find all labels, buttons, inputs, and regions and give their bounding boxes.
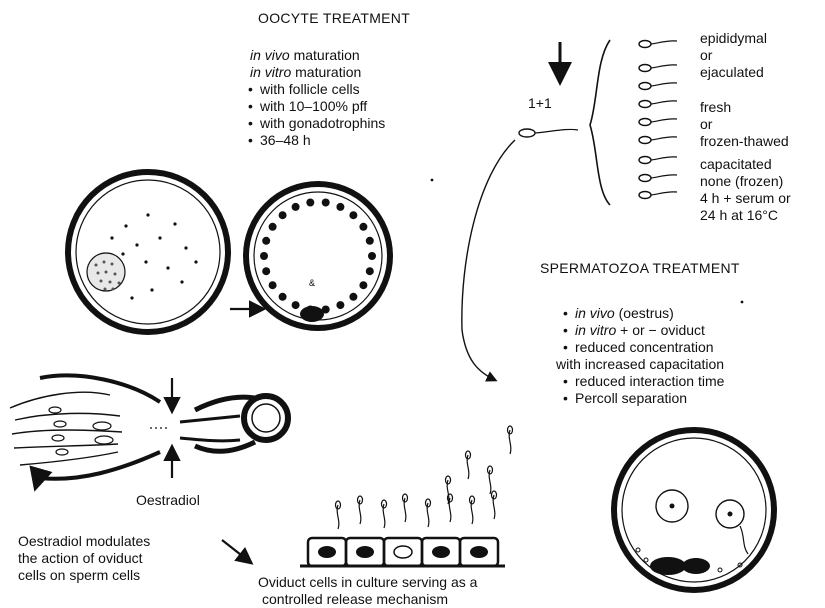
svg-text:&: &: [309, 278, 315, 288]
sperm-icon: [492, 491, 497, 519]
sperm-icon: [358, 496, 363, 524]
cumulus-dot: [269, 281, 277, 289]
sperm-icon: [403, 494, 408, 522]
sperm-icon: [426, 499, 431, 527]
origin-label: frozen-thawed: [700, 133, 789, 149]
origin-label: 4 h + serum or: [700, 190, 791, 206]
cumulus-dot: [262, 267, 270, 275]
sperm-path-arrow: [462, 140, 515, 380]
sperm-bullet: reduced concentration: [563, 339, 714, 355]
cumulus-dot: [366, 237, 374, 245]
sperm-bullet: reduced interaction time: [563, 373, 724, 389]
sperm-icon: [382, 500, 387, 528]
cumulus-dot: [306, 199, 314, 207]
sperm-icon: [488, 466, 493, 494]
cumulus-dot: [292, 301, 300, 309]
sperm-bullet-cont: with increased capacitation: [556, 356, 724, 372]
sperm-treatment-title: SPERMATOZOA TREATMENT: [540, 260, 740, 276]
fertilization-dish-icon: [614, 430, 774, 590]
cumulus-dot: [349, 211, 357, 219]
sperm-icon: [508, 426, 513, 454]
origin-label: or: [700, 47, 712, 63]
origin-label: fresh: [700, 99, 731, 115]
origin-label: 24 h at 16°C: [700, 207, 778, 223]
cumulus-dot: [306, 306, 314, 314]
sperm-icon: [466, 451, 471, 479]
modulates-text: Oestradiol modulates: [18, 533, 150, 549]
culture-caption: Oviduct cells in culture serving as a: [258, 574, 477, 590]
paired-sperm-icon: [519, 129, 578, 137]
cumulus-dot: [279, 293, 287, 301]
oviduct-cell-culture-icon: [300, 538, 505, 566]
diag-arrow-icon: [222, 540, 250, 562]
origin-label: epididymal: [700, 30, 767, 46]
oestradiol-label: Oestradiol: [136, 492, 200, 508]
cumulus-dot: [292, 203, 300, 211]
sperm-bullet: in vitro + or − oviduct: [563, 322, 705, 338]
modulates-text: the action of oviduct: [18, 550, 143, 566]
cumulus-dot: [262, 237, 270, 245]
culture-sperm: [336, 426, 513, 529]
cumulus-dot: [359, 223, 367, 231]
oocyte-bullet: with 10–100% pff: [248, 98, 367, 114]
ratio-label: 1+1: [528, 95, 552, 111]
oocyte-bullet: with follicle cells: [248, 81, 360, 97]
cumulus-dot: [322, 306, 330, 314]
sperm-icon: [336, 501, 341, 529]
origin-label: capacitated: [700, 156, 772, 172]
sperm-column: [639, 41, 677, 199]
oocyte-treatment-title: OOCYTE TREATMENT: [258, 10, 410, 26]
cumulus-dot: [359, 281, 367, 289]
cumulus-dot: [336, 301, 344, 309]
cumulus-dot: [260, 252, 268, 260]
origin-label: ejaculated: [700, 64, 764, 80]
cumulus-dot: [336, 203, 344, 211]
cumulus-dot: [322, 199, 330, 207]
sperm-icon: [470, 496, 475, 524]
oocyte-bullet: 36–48 h: [248, 132, 311, 148]
sperm-bullet: in vivo (oestrus): [563, 305, 674, 321]
cumulus-dot: [349, 293, 357, 301]
oocyte-line-invivo: in vivo maturation: [250, 47, 360, 63]
cumulus-dot: [279, 211, 287, 219]
sperm-bullet: Percoll separation: [563, 390, 687, 406]
oviduct-scissors-icon: [10, 375, 288, 486]
cumulus-dot: [368, 252, 376, 260]
culture-caption: controlled release mechanism: [262, 591, 448, 607]
peripheral-dots: [260, 199, 376, 314]
modulates-text: cells on sperm cells: [18, 567, 140, 583]
origin-label: none (frozen): [700, 173, 783, 189]
origin-bracket: [590, 40, 610, 205]
oocyte-line-invitro: in vitro maturation: [250, 64, 361, 80]
origin-label: or: [700, 116, 712, 132]
oocyte-dish-icon: [68, 172, 228, 332]
cumulus-dot: [269, 223, 277, 231]
cumulus-dot: [366, 267, 374, 275]
oocyte-bullet: with gonadotrophins: [248, 115, 385, 131]
